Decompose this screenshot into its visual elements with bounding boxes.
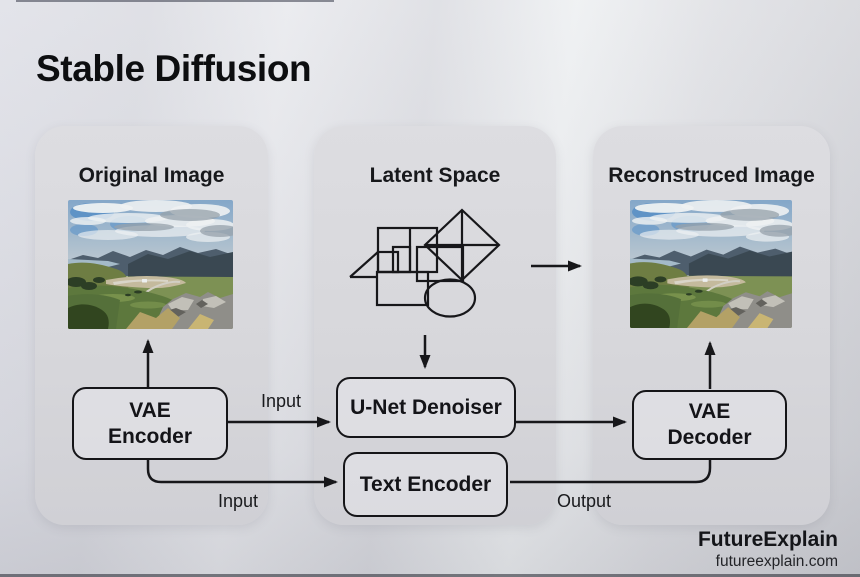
text-encoder-box: Text Encoder bbox=[343, 452, 508, 517]
vae-encoder-label-line1: VAE bbox=[129, 398, 171, 422]
reconstructed-landscape-photo bbox=[630, 200, 792, 328]
vae-encoder-label-line2: Encoder bbox=[107, 424, 193, 448]
vae-decoder-label-line1: VAE bbox=[688, 400, 731, 424]
bottom-edge-artifact bbox=[0, 574, 860, 577]
vae-encoder-box: VAE Encoder bbox=[72, 387, 228, 460]
vae-decoder-box: VAE Decoder bbox=[632, 390, 787, 460]
branding-block: FutureExplain futureexplain.com bbox=[698, 528, 838, 570]
brand-site-url: futureexplain.com bbox=[715, 552, 838, 570]
unet-denoiser-box: U-Net Denoiser bbox=[336, 377, 516, 438]
page-title: Stable Diffusion bbox=[36, 48, 312, 89]
original-landscape-photo bbox=[68, 200, 233, 329]
panel-original-image: Original Image bbox=[35, 126, 268, 525]
output-label: Output bbox=[556, 491, 612, 511]
panel-latent-title: Latent Space bbox=[369, 164, 501, 187]
input-label-bottom: Input bbox=[217, 491, 259, 511]
panel-reconstructed-image: Reconstruced Image bbox=[593, 126, 830, 525]
text-encoder-label: Text Encoder bbox=[359, 472, 492, 496]
brand-name: FutureExplain bbox=[697, 528, 838, 551]
top-edge-artifact bbox=[16, 0, 334, 2]
vae-decoder-label-line2: Decoder bbox=[667, 426, 752, 449]
unet-denoiser-label: U-Net Denoiser bbox=[350, 395, 502, 419]
input-label-top: Input bbox=[260, 391, 302, 411]
panel-reconstructed-title: Reconstruced Image bbox=[608, 164, 815, 187]
panel-original-title: Original Image bbox=[78, 164, 225, 187]
